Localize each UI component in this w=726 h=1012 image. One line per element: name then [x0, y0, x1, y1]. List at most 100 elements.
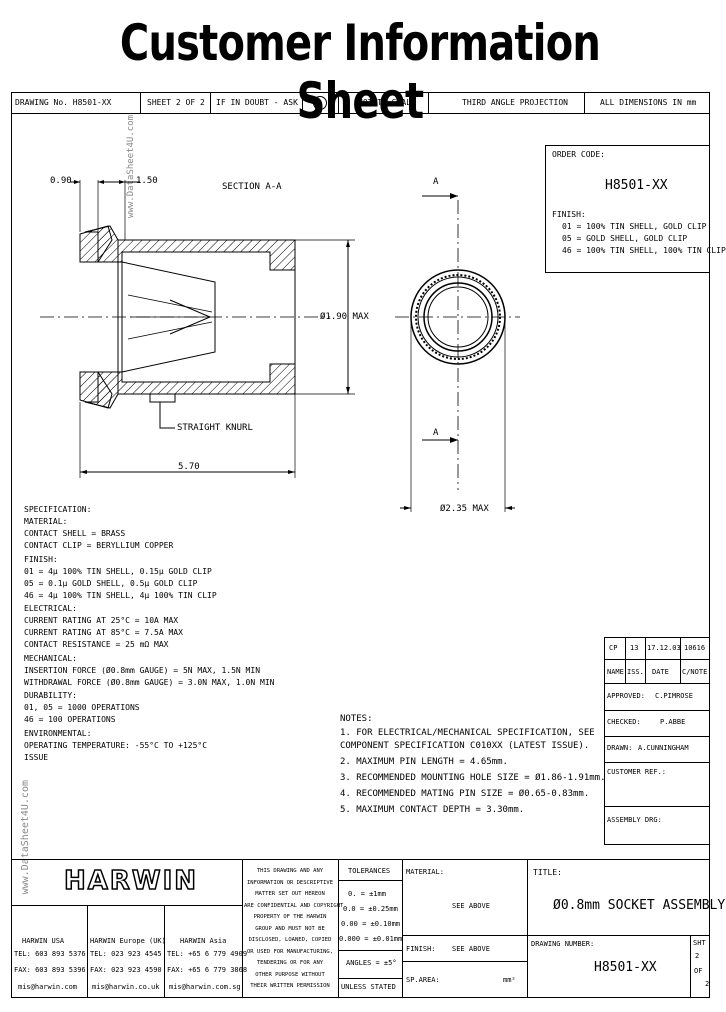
confidential-notice: THIS DRAWING AND ANY INFORMATION OR DESC…: [244, 866, 344, 993]
spec-line: 01 = 4µ 100% TIN SHELL, 0.15µ GOLD CLIP: [24, 567, 212, 576]
asia-email: mis@harwin.com.sg: [169, 983, 241, 991]
rev-issue: 13: [630, 644, 639, 652]
sparea-unit: mm²: [503, 976, 516, 984]
confidential-line: THEIR WRITTEN PERMISSION: [250, 983, 330, 989]
order-code-label: ORDER CODE:: [552, 150, 605, 159]
finish-label: FINISH:: [406, 945, 436, 953]
notes-heading: NOTES:: [340, 714, 373, 724]
sht-label: SHT: [693, 939, 706, 947]
confidential-line: INFORMATION OR DESCRIPTIVE: [246, 879, 334, 886]
spec-line: CURRENT RATING AT 25°C = 10A MAX: [24, 616, 179, 625]
rev-header-iss: ISS.: [627, 668, 644, 676]
usa-email: mis@harwin.com: [18, 983, 78, 991]
order-code-box: [545, 145, 710, 273]
spec-line: MECHANICAL:: [24, 654, 77, 663]
spec-heading: SPECIFICATION:: [24, 505, 92, 514]
spec-line: FINISH:: [24, 555, 58, 564]
page-title: Customer Information Sheet: [119, 14, 601, 130]
header-dimensions: ALL DIMENSIONS IN mm: [600, 98, 697, 107]
title-label: TITLE:: [533, 868, 562, 877]
confidential-line: OR USED FOR MANUFACTURING,: [246, 948, 334, 955]
dim-090: 0.90: [50, 176, 72, 186]
confidential-line: PROPERTY OF THE HARWIN: [253, 914, 327, 920]
europe-fax: FAX: 023 923 4590: [90, 966, 162, 974]
order-code-value: H8501-XX: [605, 178, 668, 193]
dim-dia-235: Ø2.35 MAX: [440, 504, 489, 514]
header-projection: THIRD ANGLE PROJECTION: [462, 98, 568, 107]
drawn-label: DRAWN:: [607, 744, 633, 752]
dim-150: 1.50: [136, 176, 158, 186]
rev-header-cnote: C/NOTE: [682, 668, 708, 676]
rev-cp: CP: [609, 644, 618, 652]
spec-line: ENVIRONMENTAL:: [24, 729, 92, 738]
rev-header-date: DATE: [652, 668, 669, 676]
spec-line: 46 = 4µ 100% TIN SHELL, 4µ 100% TIN CLIP: [24, 591, 217, 600]
order-finish-label: FINISH:: [552, 210, 586, 219]
spec-line: CONTACT RESISTANCE = 25 mΩ MAX: [24, 640, 169, 649]
sparea-label: SP.AREA:: [406, 976, 440, 984]
tolerance-line: 0.0 = ±0.25mm: [343, 905, 398, 913]
spec-line: OPERATING TEMPERATURE: -55°C TO +125°C: [24, 741, 208, 750]
dim-dia-190: Ø1.90 MAX: [320, 312, 369, 322]
usa-name: HARWIN USA: [22, 937, 65, 945]
arrow-a-bottom: A: [433, 428, 439, 438]
title-block: [11, 859, 710, 998]
header-sheet: SHEET 2 OF 2: [147, 98, 205, 107]
spec-line: CONTACT CLIP = BERYLLIUM COPPER: [24, 541, 174, 550]
spec-line: MATERIAL:: [24, 517, 68, 526]
harwin-logo: HARWIN: [63, 865, 199, 897]
order-finish-46: 46 = 100% TIN SHELL, 100% TIN CLIP: [562, 246, 726, 255]
rev-ref: 10616: [684, 644, 706, 652]
assembly-drg-label: ASSEMBLY DRG:: [607, 816, 662, 824]
confidential-line: THIS DRAWING AND ANY: [256, 868, 324, 874]
header-if-in-doubt: IF IN DOUBT - ASK: [216, 98, 298, 107]
spec-line: CONTACT SHELL = BRASS: [24, 529, 126, 538]
title-value: Ø0.8mm SOCKET ASSEMBLY: [553, 898, 726, 913]
tolerances-heading: TOLERANCES: [348, 867, 391, 875]
spec-line: 46 = 100 OPERATIONS: [24, 715, 116, 724]
tolerance-angles: ANGLES = ±5°: [346, 959, 397, 967]
tolerance-line: 0.00 = ±0.10mm: [341, 920, 401, 928]
order-finish-01: 01 = 100% TIN SHELL, GOLD CLIP: [562, 222, 707, 231]
confidential-line: OTHER PURPOSE WITHOUT: [255, 971, 325, 978]
technical-drawing: [40, 180, 520, 512]
customer-ref-label: CUSTOMER REF.:: [607, 768, 667, 776]
confidential-line: MATTER SET OUT HEREON: [255, 891, 325, 897]
spec-line: DURABILITY:: [24, 691, 77, 700]
spec-line: CURRENT RATING AT 85°C = 7.5A MAX: [24, 628, 183, 637]
rev-date: 17.12.03: [647, 644, 681, 652]
note-item: 2. MAXIMUM PIN LENGTH = 4.65mm.: [340, 757, 508, 767]
europe-name: HARWIN Europe (UK): [90, 937, 166, 945]
tolerance-line: 0. = ±1mm: [348, 890, 386, 898]
asia-tel: TEL: +65 6 779 4909: [167, 950, 248, 958]
tolerance-unless: UNLESS STATED: [341, 983, 396, 991]
material-label: MATERIAL:: [406, 868, 444, 876]
asia-fax: FAX: +65 6 779 3868: [167, 966, 248, 974]
revision-block: [604, 637, 710, 845]
confidential-line: TENDERING OR FOR ANY: [256, 960, 324, 966]
section-label: SECTION A-A: [222, 182, 282, 192]
asia-name: HARWIN Asia: [180, 937, 227, 945]
confidential-line: DISCLOSED, LOANED, COPIED: [248, 937, 332, 943]
note-item: COMPONENT SPECIFICATION C010XX (LATEST I…: [340, 741, 590, 751]
finish-value: SEE ABOVE: [452, 945, 490, 953]
arrow-a-top: A: [433, 177, 439, 187]
drawing-number-label: DRAWING NUMBER:: [531, 940, 595, 948]
drawing-number-value: H8501-XX: [594, 960, 657, 975]
note-item: 5. MAXIMUM CONTACT DEPTH = 3.30mm.: [340, 805, 525, 815]
sht-of: OF: [694, 967, 703, 975]
confidential-line: GROUP AND MUST NOT BE: [255, 925, 325, 932]
spec-line: INSERTION FORCE (Ø0.8mm GAUGE) = 5N MAX,…: [24, 666, 261, 675]
spec-line: ISSUE: [24, 753, 49, 762]
rev-header-name: NAME: [607, 668, 624, 676]
europe-email: mis@harwin.co.uk: [92, 983, 160, 991]
note-item: 1. FOR ELECTRICAL/MECHANICAL SPECIFICATI…: [340, 728, 595, 738]
spec-line: 01, 05 = 1000 OPERATIONS: [24, 703, 140, 712]
spec-line: ELECTRICAL:: [24, 604, 77, 613]
note-item: 3. RECOMMENDED MOUNTING HOLE SIZE = Ø1.8…: [340, 773, 606, 783]
confidential-line: ARE CONFIDENTIAL AND COPYRIGHT: [244, 902, 344, 909]
sht-total: 2: [705, 980, 710, 988]
tolerance-line: 0.000 = ±0.01mm: [339, 935, 403, 943]
drawn-value: A.CUNNINGHAM: [638, 744, 689, 752]
approved-label: APPROVED:: [607, 692, 645, 700]
